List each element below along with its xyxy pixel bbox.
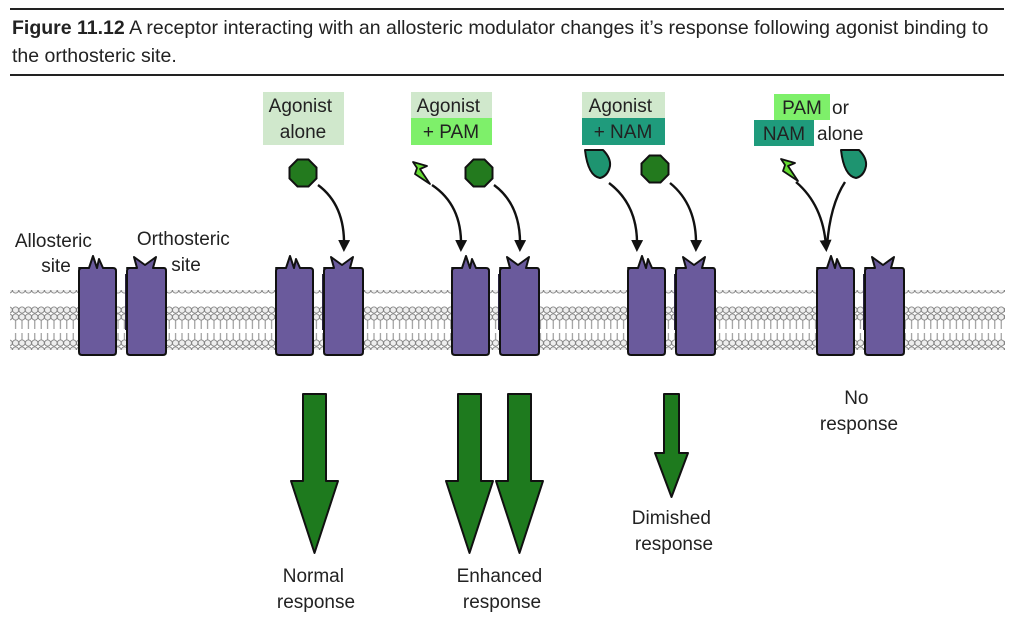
diminished-response-arrow: [654, 393, 689, 498]
binding-arrow: [608, 182, 644, 252]
agonist-molecule: [464, 158, 494, 188]
panel4-alone-label: alone: [817, 124, 864, 145]
figure-caption: Figure 11.12 A receptor interacting with…: [10, 8, 1004, 76]
binding-arrow: [317, 184, 351, 252]
panel1-label-box: [263, 92, 344, 145]
pam-molecule: [412, 161, 431, 185]
panel4-pam-box: [774, 94, 830, 120]
normal-response-arrow: [290, 393, 339, 554]
diminished-response-label: Dimished response: [632, 508, 716, 555]
pam-molecule: [780, 158, 799, 182]
enhanced-response-arrow: [445, 393, 494, 554]
panel3-agonist-box: [582, 92, 665, 118]
binding-arrow: [825, 181, 847, 247]
panel2-pam-box: [411, 118, 492, 145]
panel1-label: Agonist alone: [269, 96, 338, 143]
panel4-nam-box: [754, 120, 814, 146]
panel3-nam-box: [582, 118, 665, 145]
allosteric-site-label: Allosteric site: [15, 231, 97, 277]
panel4-nam-label: NAM: [763, 124, 805, 145]
binding-arrow: [795, 181, 832, 252]
panel4-or-label: or: [832, 98, 850, 119]
panel2-agonist-box: [411, 92, 492, 118]
figure-label: Figure 11.12: [12, 17, 125, 39]
normal-response-label: Normal response: [277, 566, 355, 613]
agonist-molecule: [640, 154, 670, 184]
panel2-label: Agonist + PAM: [417, 96, 486, 143]
nam-molecule: [584, 149, 612, 179]
panel4-pam-label: PAM: [782, 98, 822, 119]
figure-caption-text: A receptor interacting with an allosteri…: [12, 17, 989, 67]
panel3-label: Agonist + NAM: [589, 96, 658, 143]
no-response-label: No response: [820, 388, 898, 435]
binding-arrow: [431, 184, 468, 252]
nam-molecule: [840, 149, 868, 179]
binding-arrow: [669, 182, 703, 252]
binding-arrow: [493, 184, 527, 252]
orthosteric-site-label: Orthosteric site: [137, 229, 235, 276]
agonist-molecule: [288, 158, 318, 188]
enhanced-response-arrow: [495, 393, 544, 554]
enhanced-response-label: Enhanced response: [457, 566, 548, 613]
